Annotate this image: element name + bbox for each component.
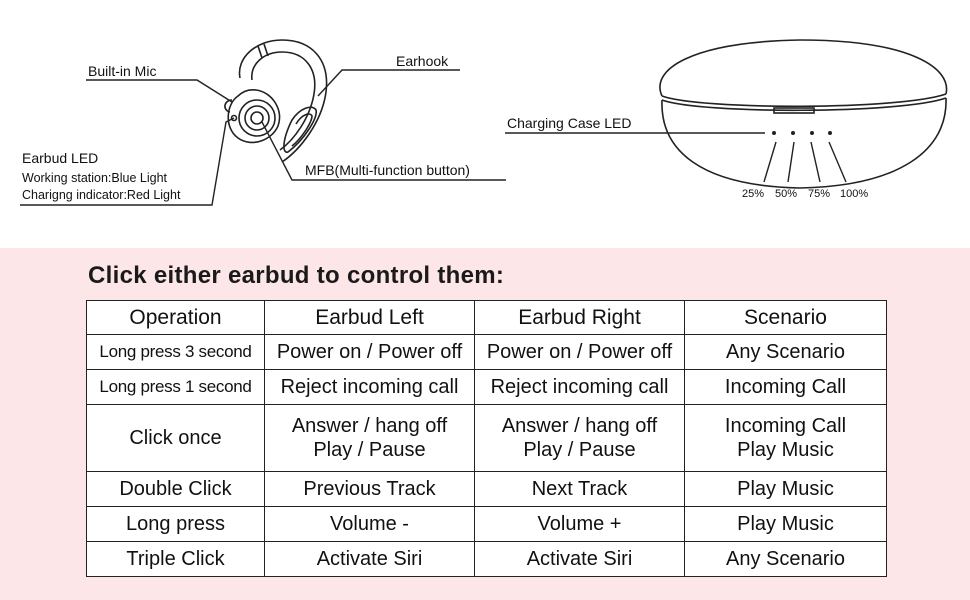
column-header-earbud-left: Earbud Left [264,300,475,335]
cell-line: Answer / hang off [501,415,658,437]
label-charging-indicator: Charigng indicator:Red Light [22,188,181,202]
cell-line: Answer / hang off [291,415,448,437]
cell-line: Play / Pause [523,439,636,461]
label-level-50: 50% [775,188,797,200]
label-built-in-mic: Built-in Mic [88,63,156,79]
label-level-100: 100% [840,188,868,200]
column-header-scenario: Scenario [684,300,887,335]
case-led-dots [772,131,832,135]
case-led-25 [772,131,776,135]
earbud-left-cell: Power on / Power off [264,334,475,370]
column-header-operation: Operation [86,300,265,335]
label-level-75: 75% [808,188,830,200]
earbud-right-cell: Reject incoming call [474,369,685,405]
label-earhook: Earhook [396,53,449,69]
table-row: Long press 1 second Reject incoming call… [86,369,887,405]
table-row: Click once Answer / hang off Play / Paus… [86,404,887,472]
label-working-station: Working station:Blue Light [22,171,168,185]
controls-table: Operation Earbud Left Earbud Right Scena… [86,300,887,577]
earbud-left-cell: Volume - [264,506,475,542]
charging-case-illustration [659,39,948,189]
earbud-leader-lines [20,69,506,206]
table-row: Long press 3 second Power on / Power off… [86,334,887,370]
operation-cell: Triple Click [86,541,265,577]
scenario-cell: Any Scenario [684,334,887,370]
earbud-right-cell: Next Track [474,471,685,507]
table-row: Triple Click Activate Siri Activate Siri… [86,541,887,577]
label-earbud-led: Earbud LED [22,150,98,166]
earbud-left-cell: Reject incoming call [264,369,475,405]
product-diagram: Built-in Mic Earhook Earbud LED Working … [20,39,948,206]
operation-cell: Long press 1 second [86,369,265,405]
earbud-right-cell: Answer / hang off Play / Pause [474,404,685,472]
scenario-cell: Incoming Call [684,369,887,405]
earbud-left-cell: Answer / hang off Play / Pause [264,404,475,472]
operation-cell: Long press 3 second [86,334,265,370]
earbud-right-cell: Volume + [474,506,685,542]
cell-line: Incoming Call [724,415,847,437]
operation-cell: Long press [86,506,265,542]
label-level-25: 25% [742,188,764,200]
case-led-50 [791,131,795,135]
earbud-left-cell: Previous Track [264,471,475,507]
table-header-row: Operation Earbud Left Earbud Right Scena… [86,300,887,335]
table-row: Double Click Previous Track Next Track P… [86,471,887,507]
case-leader-lines [505,132,847,183]
controls-heading: Click either earbud to control them: [88,262,505,289]
case-led-75 [810,131,814,135]
earbud-illustration [224,39,328,163]
cell-line: Play Music [737,439,834,461]
label-charging-case-led: Charging Case LED [507,115,632,131]
table-row: Long press Volume - Volume + Play Music [86,506,887,542]
scenario-cell: Any Scenario [684,541,887,577]
earbud-left-cell: Activate Siri [264,541,475,577]
scenario-cell: Play Music [684,471,887,507]
label-mfb: MFB(Multi-function button) [305,162,470,178]
operation-cell: Double Click [86,471,265,507]
cell-line: Play / Pause [313,439,426,461]
scenario-cell: Play Music [684,506,887,542]
case-led-100 [828,131,832,135]
scenario-cell: Incoming Call Play Music [684,404,887,472]
earbud-right-cell: Activate Siri [474,541,685,577]
diagram-area [0,0,970,248]
column-header-earbud-right: Earbud Right [474,300,685,335]
earbud-right-cell: Power on / Power off [474,334,685,370]
operation-cell: Click once [86,404,265,472]
